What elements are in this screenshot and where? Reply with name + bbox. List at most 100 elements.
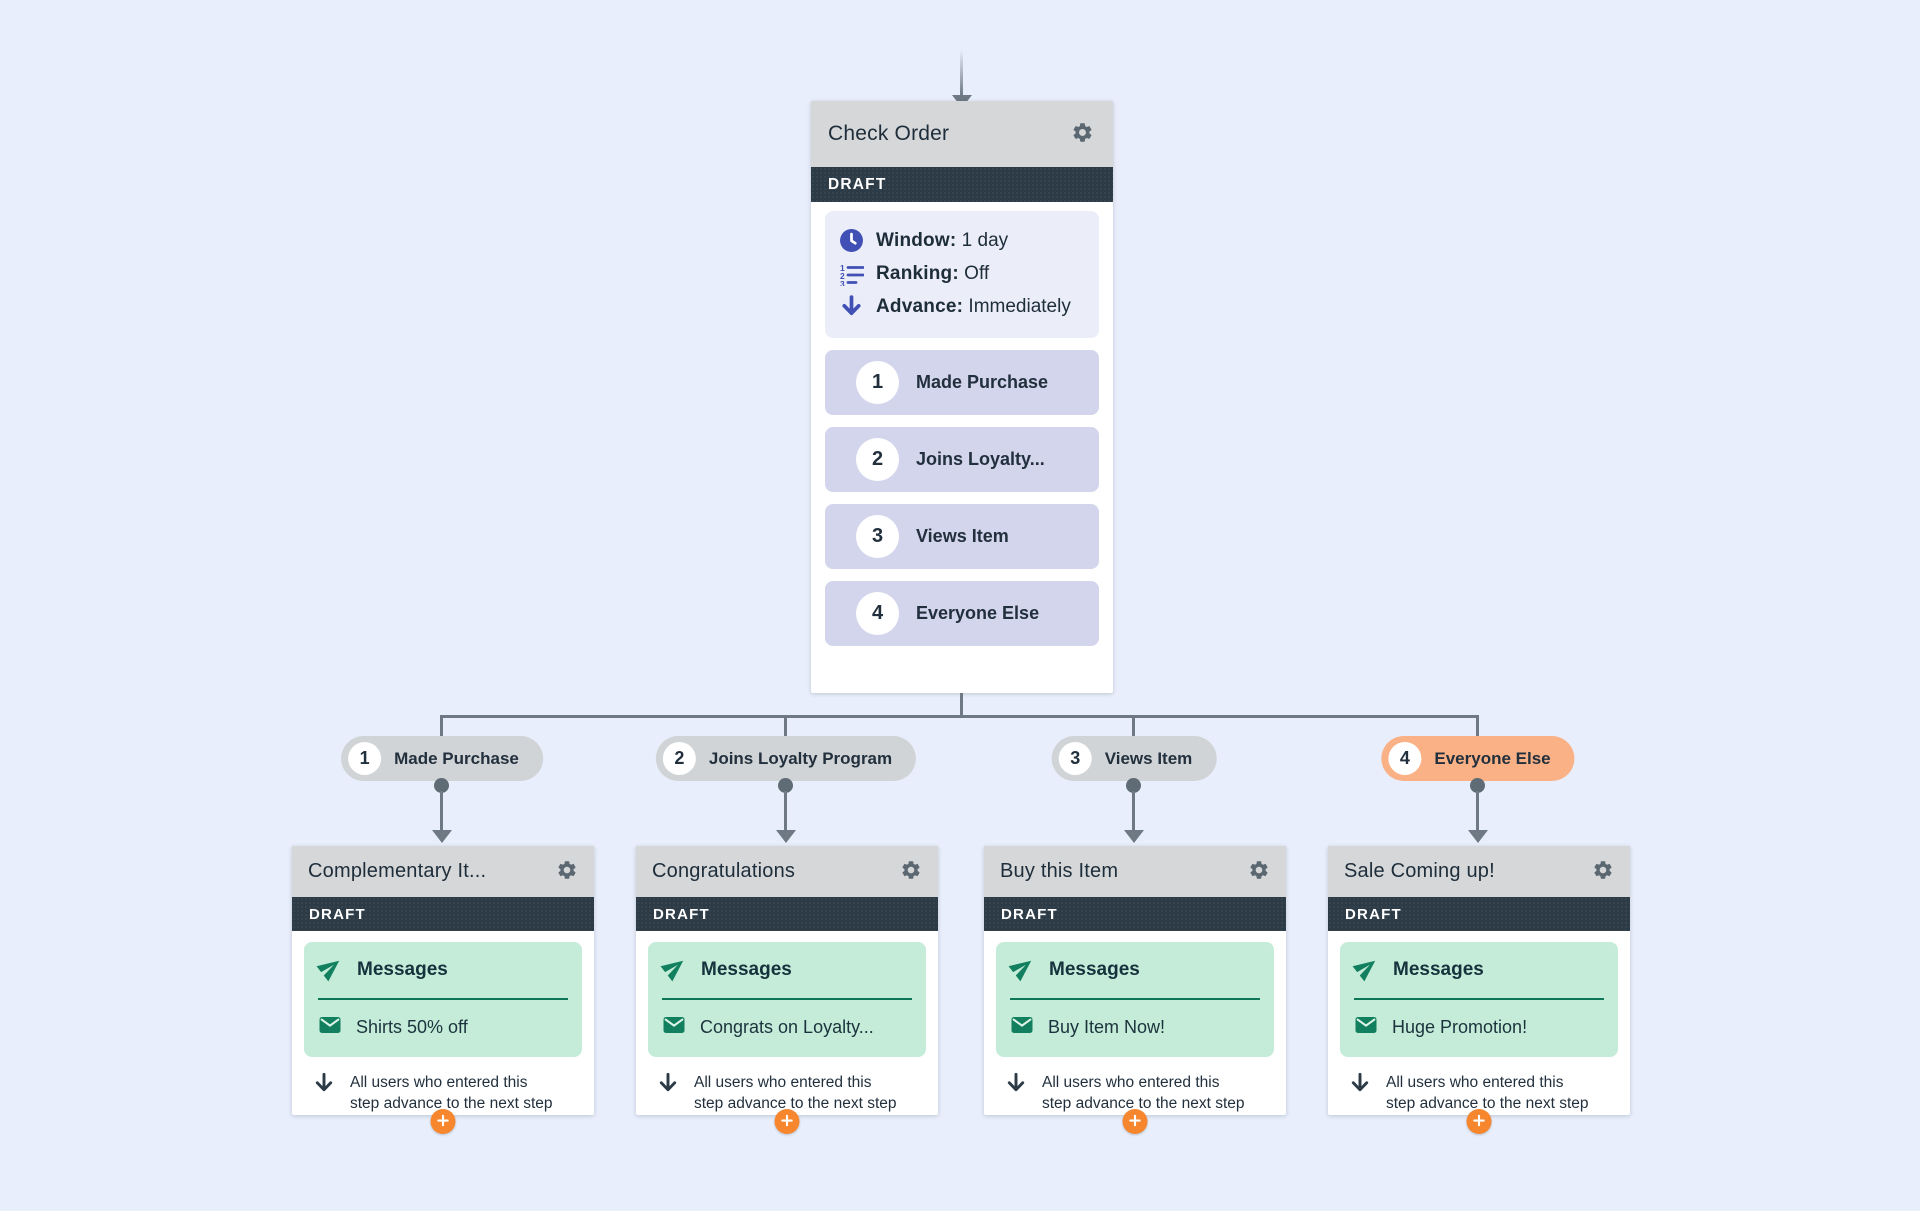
arrow-down-icon bbox=[1003, 1070, 1029, 1101]
add-step-button[interactable] bbox=[1122, 1109, 1148, 1134]
connector-drop-1 bbox=[440, 791, 443, 830]
arrow-down-head-icon bbox=[432, 830, 452, 843]
mail-icon bbox=[662, 1013, 686, 1042]
gear-icon bbox=[1592, 859, 1614, 884]
plus-icon bbox=[1128, 1113, 1143, 1131]
step-card-congratulations[interactable]: Congratulations DRAFT Messages bbox=[636, 846, 938, 1115]
root-node-settings-button[interactable] bbox=[1071, 121, 1094, 147]
messages-label: Messages bbox=[1049, 959, 1140, 980]
step-card-settings-button[interactable] bbox=[900, 859, 922, 884]
add-step-button[interactable] bbox=[1466, 1109, 1492, 1134]
branch-number-badge: 2 bbox=[856, 438, 899, 481]
gear-icon bbox=[1248, 859, 1270, 884]
step-card-header: Buy this Item bbox=[984, 846, 1286, 897]
connector-dot bbox=[1470, 778, 1485, 793]
arrow-down-icon bbox=[1347, 1070, 1373, 1101]
setting-label: Window: bbox=[876, 230, 957, 251]
messages-box[interactable]: Messages Shirts 50% off bbox=[304, 942, 582, 1057]
branch-pill-views-item[interactable]: 3 Views Item bbox=[1051, 736, 1217, 781]
setting-value: 1 day bbox=[961, 230, 1009, 251]
branch-pill-label: Joins Loyalty Program bbox=[708, 748, 893, 768]
step-card-complementary-items[interactable]: Complementary It... DRAFT Messages bbox=[292, 846, 594, 1115]
advance-note: All users who entered this step advance … bbox=[350, 1074, 553, 1112]
plus-icon bbox=[436, 1113, 451, 1131]
status-badge: DRAFT bbox=[636, 897, 938, 931]
advance-note: All users who entered this step advance … bbox=[694, 1074, 897, 1112]
step-card-title: Buy this Item bbox=[1000, 860, 1119, 882]
connector-drop-2 bbox=[784, 791, 787, 830]
advance-note: All users who entered this step advance … bbox=[1386, 1074, 1589, 1112]
node-branch-row-2[interactable]: 2 Joins Loyalty... bbox=[825, 427, 1099, 492]
connector-top-line bbox=[960, 50, 963, 96]
step-card-sale-coming-up[interactable]: Sale Coming up! DRAFT Messages bbox=[1328, 846, 1630, 1115]
branch-pill-everyone-else[interactable]: 4 Everyone Else bbox=[1381, 736, 1575, 781]
advance-rule: All users who entered this step advance … bbox=[304, 1057, 582, 1114]
status-badge: DRAFT bbox=[811, 167, 1113, 202]
root-node-title: Check Order bbox=[828, 122, 950, 145]
setting-window: Window: 1 day bbox=[838, 224, 1087, 257]
send-icon bbox=[660, 955, 687, 985]
branch-pill-made-purchase[interactable]: 1 Made Purchase bbox=[341, 736, 543, 781]
gear-icon bbox=[900, 859, 922, 884]
messages-box[interactable]: Messages Buy Item Now! bbox=[996, 942, 1274, 1057]
branch-number-badge: 2 bbox=[662, 742, 696, 775]
step-card-body: Messages Buy Item Now! All users who ent… bbox=[984, 931, 1286, 1114]
branch-pill-joins-loyalty-program[interactable]: 2 Joins Loyalty Program bbox=[655, 736, 917, 781]
send-icon bbox=[1008, 955, 1035, 985]
messages-label: Messages bbox=[357, 959, 448, 980]
message-title: Shirts 50% off bbox=[356, 1017, 468, 1037]
svg-text:1: 1 bbox=[840, 263, 845, 273]
step-card-buy-this-item[interactable]: Buy this Item DRAFT Messages bbox=[984, 846, 1286, 1115]
node-branch-row-1[interactable]: 1 Made Purchase bbox=[825, 350, 1099, 415]
divider bbox=[1354, 998, 1604, 1000]
connector-dot bbox=[434, 778, 449, 793]
step-card-title: Complementary It... bbox=[308, 860, 487, 882]
connector-dot bbox=[778, 778, 793, 793]
send-icon bbox=[1352, 955, 1379, 985]
step-card-title: Sale Coming up! bbox=[1344, 860, 1495, 882]
messages-box[interactable]: Messages Huge Promotion! bbox=[1340, 942, 1618, 1057]
node-branch-row-4[interactable]: 4 Everyone Else bbox=[825, 581, 1099, 646]
step-card-body: Messages Shirts 50% off All users who en… bbox=[292, 931, 594, 1114]
connector-stub-3 bbox=[1132, 715, 1135, 736]
advance-rule: All users who entered this step advance … bbox=[648, 1057, 926, 1114]
branch-row-label: Made Purchase bbox=[916, 372, 1049, 392]
messages-label: Messages bbox=[1393, 959, 1484, 980]
branch-pill-label: Made Purchase bbox=[394, 748, 519, 768]
branch-row-label: Views Item bbox=[916, 526, 1009, 546]
step-card-body: Messages Congrats on Loyalty... All user… bbox=[636, 931, 938, 1114]
step-card-header: Congratulations bbox=[636, 846, 938, 897]
branch-number-badge: 3 bbox=[1058, 742, 1092, 775]
advance-rule: All users who entered this step advance … bbox=[996, 1057, 1274, 1114]
messages-box[interactable]: Messages Congrats on Loyalty... bbox=[648, 942, 926, 1057]
step-card-settings-button[interactable] bbox=[556, 859, 578, 884]
connector-stub-4 bbox=[1476, 715, 1479, 736]
add-step-button[interactable] bbox=[430, 1109, 456, 1134]
svg-text:3: 3 bbox=[840, 279, 845, 286]
mail-icon bbox=[1010, 1013, 1034, 1042]
advance-note: All users who entered this step advance … bbox=[1042, 1074, 1245, 1112]
divider bbox=[1010, 998, 1260, 1000]
arrow-down-head-icon bbox=[1468, 830, 1488, 843]
arrow-down-icon bbox=[838, 290, 865, 323]
gear-icon bbox=[1071, 121, 1094, 147]
step-card-body: Messages Huge Promotion! All users who e… bbox=[1328, 931, 1630, 1114]
divider bbox=[318, 998, 568, 1000]
advance-rule: All users who entered this step advance … bbox=[1340, 1057, 1618, 1114]
clock-icon bbox=[838, 224, 865, 257]
svg-text:2: 2 bbox=[840, 271, 845, 281]
mail-icon bbox=[1354, 1013, 1378, 1042]
step-card-settings-button[interactable] bbox=[1592, 859, 1614, 884]
branch-number-badge: 4 bbox=[856, 592, 899, 635]
arrow-down-icon bbox=[655, 1070, 681, 1101]
step-card-settings-button[interactable] bbox=[1248, 859, 1270, 884]
node-branch-row-3[interactable]: 3 Views Item bbox=[825, 504, 1099, 569]
connector-stub-1 bbox=[440, 715, 443, 736]
setting-advance: Advance: Immediately bbox=[838, 290, 1087, 323]
connector-root-out bbox=[960, 693, 963, 717]
add-step-button[interactable] bbox=[774, 1109, 800, 1134]
